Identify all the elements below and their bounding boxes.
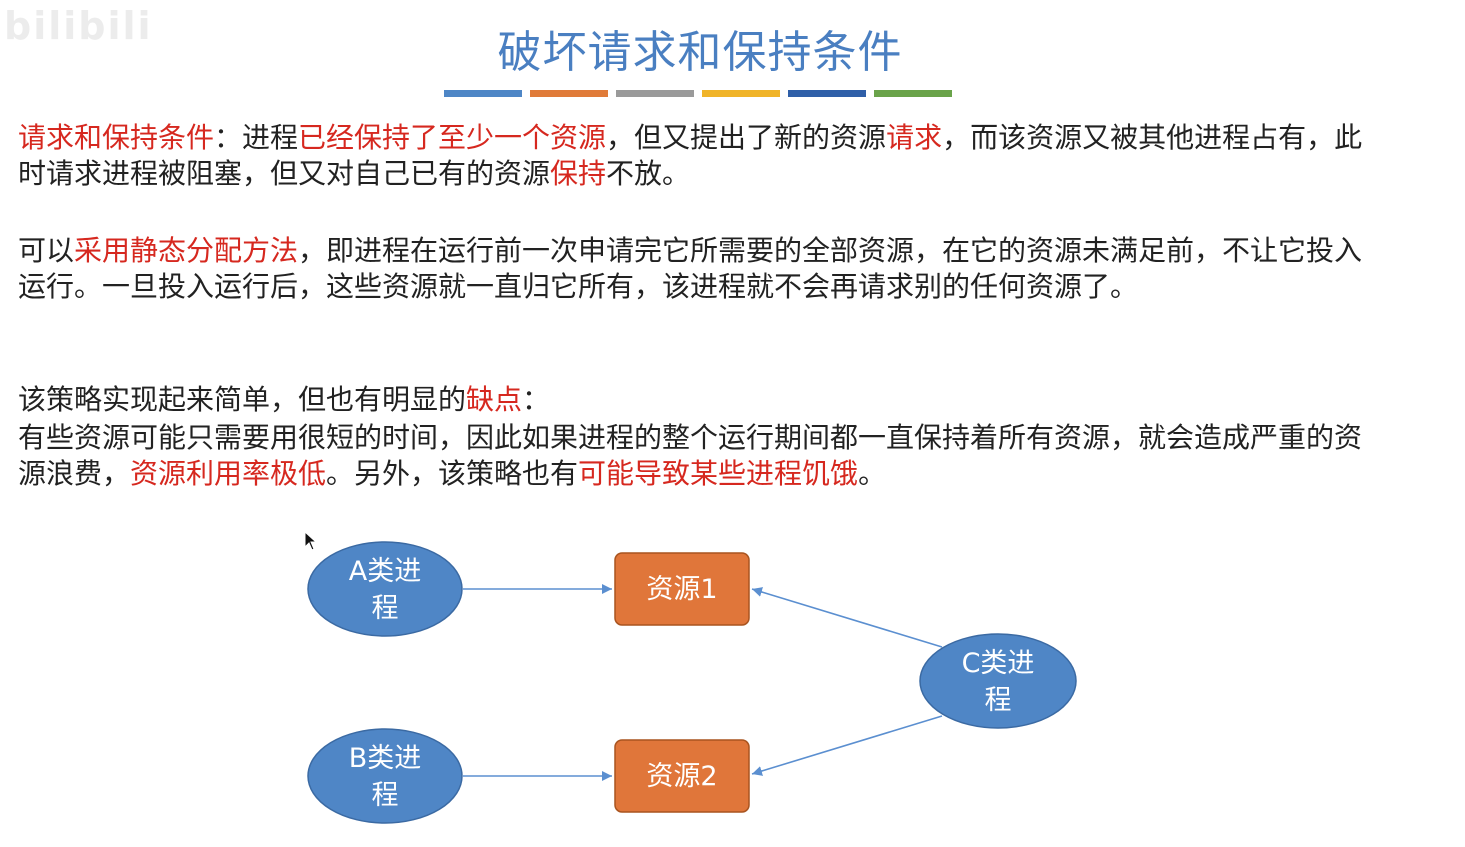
- color-divider-bar: [444, 90, 952, 97]
- paragraph-definition: 请求和保持条件：进程已经保持了至少一个资源，但又提出了新的资源请求，而该资源又被…: [18, 120, 1378, 192]
- process-c-label-line2: 程: [985, 685, 1012, 716]
- process-b-node: B类进 程: [307, 728, 463, 824]
- highlighted-text: 保持: [550, 157, 607, 190]
- paragraph-static-allocation: 可以采用静态分配方法，即进程在运行前一次申请完它所需要的全部资源，在它的资源未满…: [18, 233, 1378, 305]
- mouse-cursor-icon: [304, 531, 318, 551]
- highlighted-text: 请求: [886, 121, 943, 154]
- body-text: 不放。: [606, 157, 691, 190]
- body-text: 可以: [18, 234, 75, 267]
- color-swatch-6: [874, 90, 952, 97]
- highlighted-text: 资源利用率极低: [130, 457, 327, 490]
- body-text: 有些资源可能只需要用很短的时间，因此如果进程的整个运行期间都一直保持着所有资源，…: [18, 421, 1363, 490]
- highlighted-text: 已经保持了至少一个资源: [298, 121, 607, 154]
- process-b-label-line2: 程: [372, 780, 399, 811]
- highlighted-text: 缺点: [466, 383, 523, 416]
- body-text: 该策略实现起来简单，但也有明显的: [18, 383, 467, 416]
- color-swatch-5: [788, 90, 866, 97]
- body-text: ：: [522, 383, 551, 416]
- body-text: ，即进程在运行前一次申请完它所需要的全部资源，在它的资源未满足前，不让它投入运行…: [18, 234, 1363, 303]
- resource-1-label: 资源1: [646, 574, 717, 605]
- slide-title: 破坏请求和保持条件: [497, 27, 903, 78]
- body-text: ，但又提出了新的资源: [606, 121, 887, 154]
- body-text: 。另外，该策略也有: [326, 457, 579, 490]
- resource-2-label: 资源2: [646, 761, 717, 792]
- arrow-c-to-resource-1: [751, 587, 943, 648]
- paragraph-drawback-detail: 有些资源可能只需要用很短的时间，因此如果进程的整个运行期间都一直保持着所有资源，…: [18, 420, 1378, 492]
- process-b-label-line1: B类进: [349, 743, 422, 774]
- body-text: ，而该资源又被其他进程占有，此时请求进程被阻塞，但又对自己已有的资源: [18, 121, 1363, 190]
- highlighted-text: 采用静态分配方法: [74, 234, 299, 267]
- color-swatch-4: [702, 90, 780, 97]
- resource-1-node: 资源1: [614, 552, 750, 626]
- resource-2-node: 资源2: [614, 739, 750, 813]
- process-a-node: A类进 程: [307, 541, 463, 637]
- arrow-c-to-resource-2: [751, 715, 943, 776]
- paragraph-drawback-intro: 该策略实现起来简单，但也有明显的缺点：: [18, 382, 1378, 418]
- color-swatch-2: [530, 90, 608, 97]
- highlighted-text: 请求和保持条件: [18, 121, 215, 154]
- process-a-label-line2: 程: [372, 593, 399, 624]
- bilibili-watermark: bilibili: [4, 4, 153, 48]
- process-a-label-line1: A类进: [349, 556, 421, 587]
- color-swatch-3: [616, 90, 694, 97]
- color-swatch-1: [444, 90, 522, 97]
- process-c-label-line1: C类进: [962, 648, 1035, 679]
- body-text: 。: [858, 457, 887, 490]
- highlighted-text: 可能导致某些进程饥饿: [578, 457, 859, 490]
- body-text: ：进程: [214, 121, 299, 154]
- process-c-node: C类进 程: [919, 633, 1077, 729]
